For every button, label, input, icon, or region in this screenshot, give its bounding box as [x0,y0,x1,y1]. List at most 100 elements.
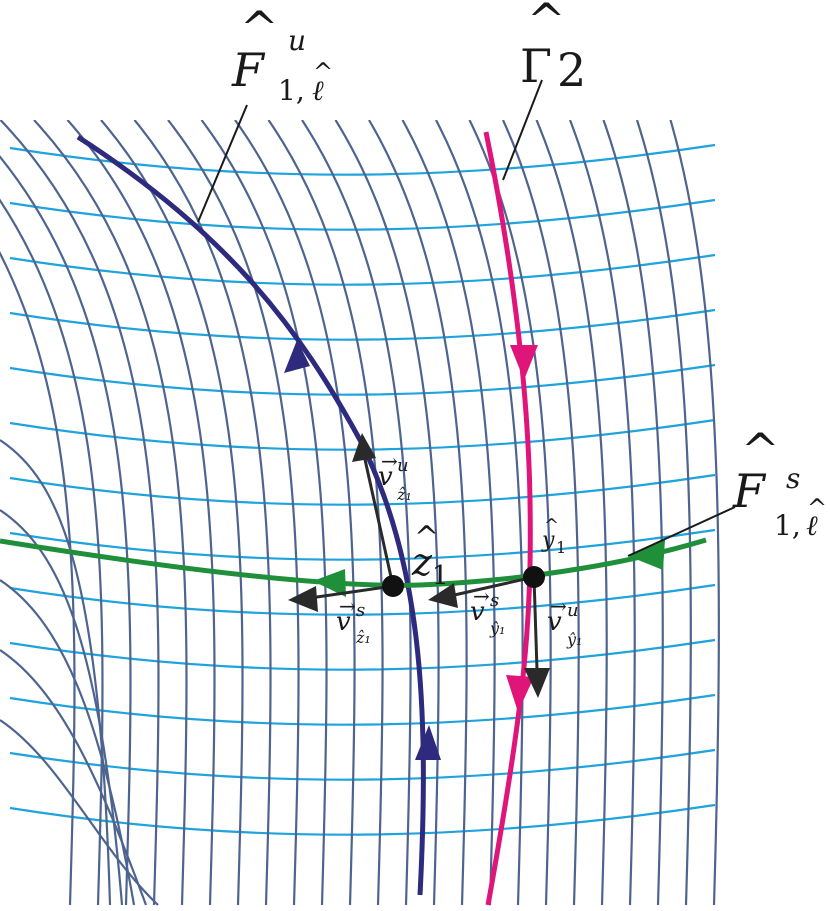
stable-leaf-line [9,693,716,726]
v-y1-u-sup: u [567,600,579,621]
F-s-sub-ell-hat: ^ [807,494,827,522]
vector-v-z1-s-head [288,586,318,612]
unstable-foliation-leaves [0,120,720,906]
label-v-z1-s: v → s ẑ₁ [336,594,371,647]
F-u-hat: ^ [240,1,279,55]
label-gamma: Γ ^ 2 [520,0,586,97]
unstable-leaf-line [568,120,636,906]
v-y1-u-arrow: → [550,594,567,618]
label-v-z1-u: v → u ẑ₁ [378,449,412,504]
unstable-leaf-line [0,649,148,906]
unstable-leaf-line [635,120,692,906]
unstable-leaf-line [0,579,136,906]
vector-v-y1-u-head [524,668,550,698]
unstable-leaf-line [234,120,356,906]
label-y1: y ^ 1 [541,515,566,557]
unstable-leaf-line [0,155,132,906]
v-z1-s-sup: s [356,600,365,621]
y1-hat: ^ [544,515,559,536]
label-F-s: F ^ s 1, ℓ ^ [732,423,827,542]
stable-leaf-line [9,638,716,671]
v-y1-s-arrow: → [473,584,490,608]
unstable-leaf-line [301,120,412,906]
unstable-leaf-line [100,120,244,906]
stable-leaf-line [9,253,716,286]
v-z1-s-sub: ẑ₁ [355,628,371,647]
unstable-leaf-line [167,120,300,906]
unstable-leaf-line [0,198,104,906]
gamma-sub: 2 [557,43,586,97]
stable-leaf-line [9,308,716,341]
z1-sub: 1 [432,561,449,591]
v-y1-u-main: v [547,607,562,637]
vector-v-z1-u-head [352,433,376,462]
F-u-arrowhead-lower [415,725,441,760]
stable-leaf-line [9,363,716,396]
stable-leaf-line [9,803,716,836]
gamma-2-curve [483,131,533,906]
vector-v-z1-s [309,584,394,600]
F-s-sub: 1, [774,509,801,542]
v-y1-u-sub: ŷ₁ [566,630,582,649]
point-z1 [382,575,404,597]
unstable-leaf-line [133,120,272,906]
v-z1-s-arrow: → [339,594,356,618]
F-u-sub-ell-hat: ^ [313,58,333,86]
y1-main: y [541,528,555,553]
unstable-leaf-line [0,439,112,906]
unstable-leaf-line [669,120,720,906]
point-y1 [523,566,545,588]
unstable-leaf-line [33,120,188,906]
stable-leaf-line [9,198,716,231]
unstable-leaf-line [435,120,524,906]
F-s-arrowhead-right [628,540,665,570]
vector-v-y1-u [532,576,539,671]
unstable-leaf-line [468,120,552,906]
stable-leaf-line [9,528,716,561]
stable-leaf-line [9,583,716,616]
unstable-leaf-line [602,120,664,906]
unstable-leaf-line [0,509,124,906]
unstable-leaf-line [66,120,216,906]
gamma-arrowhead-upper [510,345,538,380]
z1-main: z [411,540,433,584]
v-y1-s-main: v [470,597,485,627]
z1-hat: ^ [414,520,439,555]
gamma-arrowhead-lower [506,675,534,712]
F-s-hat: ^ [741,423,780,477]
F-s-sup: s [786,462,800,495]
vector-v-y1-s [449,575,535,598]
label-z1: z ^ 1 [411,520,449,591]
v-y1-s-sup: s [490,590,499,611]
v-y1-s-sub: ŷ₁ [489,619,505,638]
F-s-main: F [732,464,767,518]
F-u-sub-ell: ℓ [312,74,324,107]
F-s-label-leader [627,506,736,557]
v-z1-u-main: v [378,462,393,492]
unstable-leaf-line [0,719,159,906]
unstable-leaf-line [200,120,328,906]
F-u-sup: u [288,24,306,57]
stable-leaf-F-s-curve [0,537,707,588]
unstable-leaf-line [368,120,468,906]
F-u-arrowhead-upper [284,340,310,373]
unstable-leaf-line [334,120,440,906]
unstable-leaf-line [535,120,608,906]
F-s-arrowhead-left [313,569,346,597]
label-F-u: F ^ u 1, ℓ ^ [231,1,333,107]
unstable-leaf-line [401,120,496,906]
gamma-main: Γ [520,39,552,93]
y1-sub: 1 [556,538,566,557]
v-z1-u-sup: u [397,455,409,476]
gamma-label-leader [502,79,543,181]
label-v-y1-s: v → s ŷ₁ [470,584,505,638]
unstable-leaf-line [0,251,76,906]
vector-v-z1-u [362,454,395,587]
F-u-sub: 1, [278,74,305,107]
v-z1-u-sub: ẑ₁ [396,485,412,504]
v-z1-s-main: v [336,607,351,637]
F-u-label-leader [197,104,248,223]
unstable-leaf-line [267,120,384,906]
